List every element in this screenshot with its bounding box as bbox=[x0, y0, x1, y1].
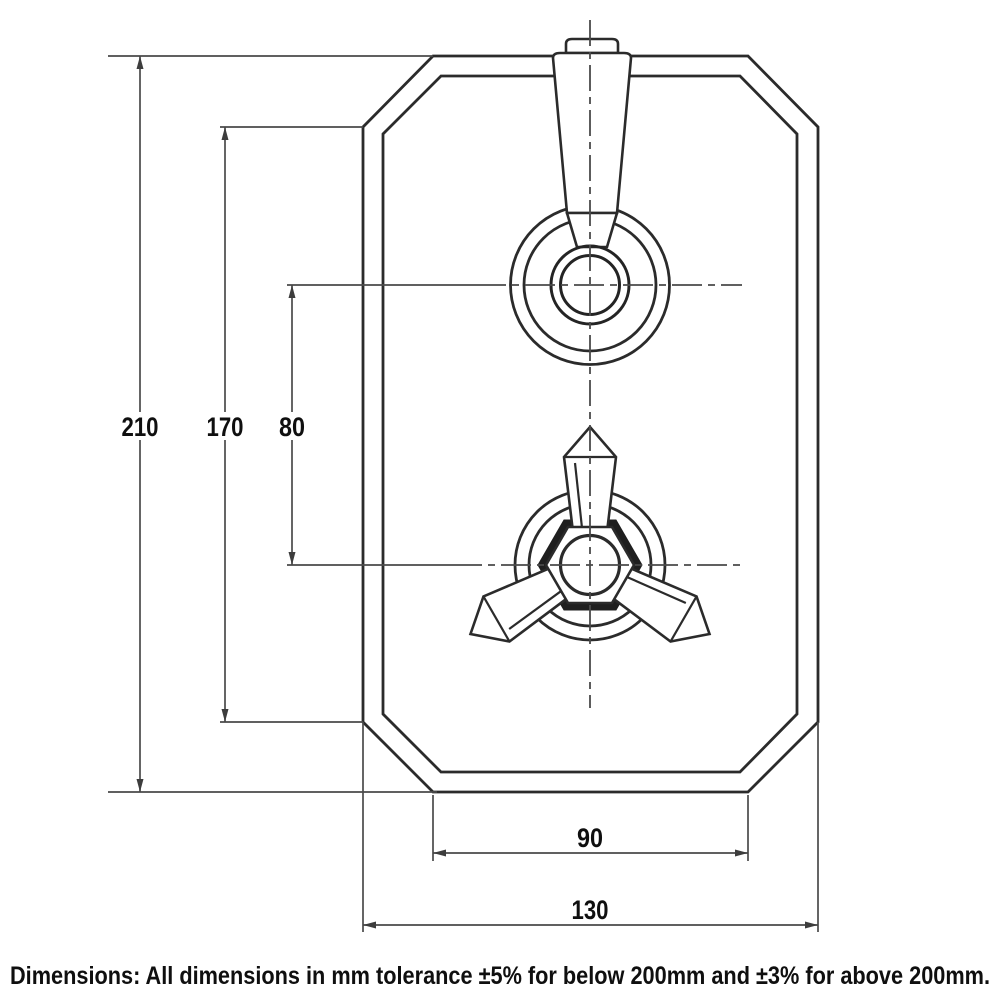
dimension-130: 130 bbox=[362, 722, 819, 932]
centerlines bbox=[452, 20, 742, 708]
dim-210-label-halo bbox=[117, 412, 163, 440]
faceplate-inner-edge bbox=[381, 74, 799, 774]
faceplate-outer-edge bbox=[361, 54, 820, 794]
dim-210-arrow-bottom bbox=[136, 779, 144, 792]
lever-handle bbox=[551, 37, 633, 249]
dimension-80: 80 bbox=[275, 284, 476, 566]
dim-80-label: 80 bbox=[279, 412, 305, 442]
dim-130-label: 130 bbox=[572, 895, 609, 925]
dim-130-arrow-right bbox=[805, 921, 818, 929]
tolerance-caption: Dimensions: All dimensions in mm toleran… bbox=[10, 962, 990, 990]
dim-90-arrow-left bbox=[433, 849, 446, 857]
dim-210-arrow-top bbox=[136, 56, 144, 69]
faceplate-outline bbox=[361, 54, 820, 794]
dim-170-label-halo bbox=[202, 412, 248, 440]
lever-cap bbox=[564, 37, 620, 55]
dim-80-arrow-bottom bbox=[288, 552, 296, 565]
lever-body bbox=[551, 51, 633, 215]
dim-80-label-halo bbox=[275, 412, 309, 440]
lever-neck bbox=[565, 211, 619, 249]
dim-90-arrow-right bbox=[735, 849, 748, 857]
dim-170-arrow-top bbox=[221, 127, 229, 140]
dim-130-arrow-left bbox=[363, 921, 376, 929]
dimension-90: 90 bbox=[432, 795, 749, 861]
dim-90-label: 90 bbox=[577, 823, 603, 853]
dimension-210: 210 bbox=[108, 55, 437, 793]
dimension-170: 170 bbox=[202, 126, 363, 723]
dim-210-label: 210 bbox=[122, 412, 159, 442]
dim-170-arrow-bottom bbox=[221, 709, 229, 722]
dim-170-label: 170 bbox=[207, 412, 244, 442]
dim-80-arrow-top bbox=[288, 285, 296, 298]
